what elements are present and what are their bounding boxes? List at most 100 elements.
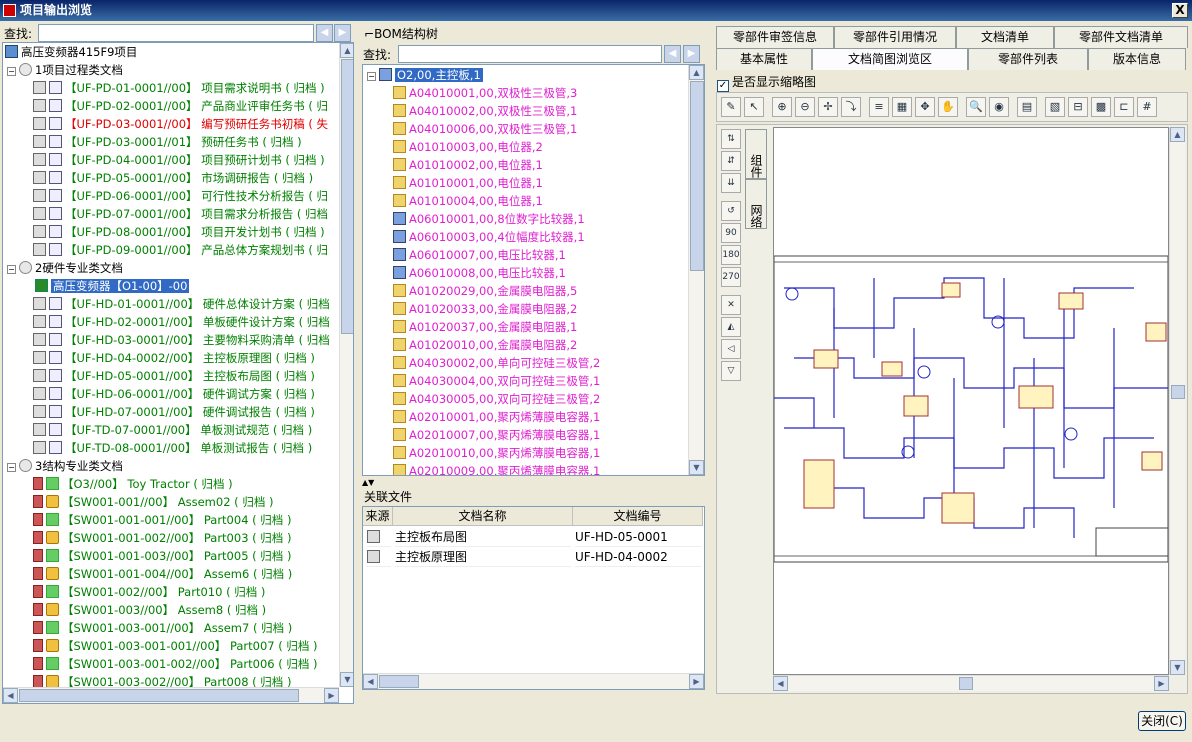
window-close-button[interactable]: X <box>1172 3 1188 18</box>
bom-item[interactable]: A01020037,00,金属膜电阻器,1 <box>393 318 577 336</box>
bom-item[interactable]: A04030004,00,双向可控硅三极管,1 <box>393 372 600 390</box>
canvas-scroll-right[interactable]: ▶ <box>1154 676 1169 691</box>
left-scroll-down[interactable]: ▼ <box>340 672 353 687</box>
thumb-toggle[interactable]: ✓是否显示缩略图 <box>717 73 816 92</box>
canvas-scroll-up[interactable]: ▲ <box>1170 127 1185 142</box>
side-tool-button[interactable]: ▽ <box>721 361 741 381</box>
list-item[interactable]: 【UF-PD-07-0001//00】 项目需求分析报告 ( 归档 <box>33 205 328 223</box>
tab-row1[interactable]: 零部件审签信息 <box>716 26 834 48</box>
list-item[interactable]: 【UF-HD-05-0001//00】 主控板布局图 ( 归档 ) <box>33 367 315 385</box>
list-item[interactable]: 【O3//00】 Toy Tractor ( 归档 ) <box>33 475 233 493</box>
bom-vscroll-thumb[interactable] <box>690 81 704 271</box>
canvas-vscroll[interactable]: ▲ ▼ <box>1169 127 1185 675</box>
table-cell[interactable]: UF-HD-04-0002 <box>575 547 701 567</box>
toolbar-button[interactable]: ≡ <box>869 97 889 117</box>
list-item[interactable]: 【UF-PD-09-0001//00】 产品总体方案规划书 ( 归 <box>33 241 328 259</box>
list-item[interactable]: 【SW001-003-001//00】 Assem7 ( 归档 ) <box>33 619 292 637</box>
list-item[interactable]: 【UF-HD-06-0001//00】 硬件调试方案 ( 归档 ) <box>33 385 315 403</box>
toolbar-button[interactable]: ↖ <box>744 97 764 117</box>
toolbar-button[interactable]: ▩ <box>1091 97 1111 117</box>
list-item[interactable]: 【UF-HD-01-0001//00】 硬件总体设计方案 ( 归档 <box>33 295 330 313</box>
side-tool-button[interactable]: 180 <box>721 245 741 265</box>
bom-item[interactable]: A04010001,00,双极性三极管,3 <box>393 84 577 102</box>
list-item[interactable]: 【SW001-001-001//00】 Part004 ( 归档 ) <box>33 511 291 529</box>
list-item[interactable]: 【SW001-001-004//00】 Assem6 ( 归档 ) <box>33 565 292 583</box>
side-tool-button[interactable]: 90 <box>721 223 741 243</box>
tab-row1[interactable]: 零部件引用情况 <box>834 26 956 48</box>
bom-search-next-button[interactable]: ▶ <box>683 45 700 63</box>
left-scroll-left[interactable]: ◀ <box>3 688 18 703</box>
list-item[interactable]: 【SW001-003-001-001//00】 Part007 ( 归档 ) <box>33 637 318 655</box>
bom-item[interactable]: A01020033,00,金属膜电阻器,2 <box>393 300 577 318</box>
bom-item[interactable]: A02010009,00,聚丙烯薄膜电容器,1 <box>393 462 600 475</box>
left-vscroll[interactable]: ▲▼ <box>339 43 353 687</box>
list-item[interactable]: 【UF-HD-04-0002//00】 主控板原理图 ( 归档 ) <box>33 349 315 367</box>
list-item[interactable]: 【SW001-003//00】 Assem8 ( 归档 ) <box>33 601 266 619</box>
splitter-arrows[interactable]: ▲▼ <box>362 478 375 487</box>
list-item[interactable]: 【SW001-001//00】 Assem02 ( 归档 ) <box>33 493 273 511</box>
left-hscroll[interactable]: ◀▶ <box>3 687 339 703</box>
list-item[interactable]: 【SW001-001-003//00】 Part005 ( 归档 ) <box>33 547 291 565</box>
list-item[interactable]: 【SW001-001-002//00】 Part003 ( 归档 ) <box>33 529 291 547</box>
bom-item[interactable]: A04030002,00,单向可控硅三极管,2 <box>393 354 600 372</box>
bom-scroll-up[interactable]: ▲ <box>689 65 704 80</box>
bom-search-prev-button[interactable]: ◀ <box>664 45 681 63</box>
side-tool-button[interactable]: ◁ <box>721 339 741 359</box>
list-item[interactable]: 【SW001-003-001-002//00】 Part006 ( 归档 ) <box>33 655 318 673</box>
list-item[interactable]: 【UF-PD-05-0001//00】 市场调研报告 ( 归档 ) <box>33 169 313 187</box>
toolbar-button[interactable]: ✋ <box>938 97 958 117</box>
toolbar-button[interactable]: ✢ <box>818 97 838 117</box>
toolbar-button[interactable]: ▧ <box>1045 97 1065 117</box>
canvas-hscroll-thumb[interactable] <box>959 677 973 690</box>
toolbar-button[interactable]: ✎ <box>721 97 741 117</box>
bom-item[interactable]: A04030005,00,双向可控硅三极管,2 <box>393 390 600 408</box>
related-scroll-left[interactable]: ◀ <box>363 674 378 689</box>
toolbar-button[interactable]: ✥ <box>915 97 935 117</box>
bom-item[interactable]: A04010002,00,双极性三极管,1 <box>393 102 577 120</box>
bom-item[interactable]: A01010003,00,电位器,2 <box>393 138 543 156</box>
bom-item[interactable]: A01010004,00,电位器,1 <box>393 192 543 210</box>
side-tool-button[interactable]: 270 <box>721 267 741 287</box>
toolbar-button[interactable]: ⤵ <box>841 97 861 117</box>
list-item[interactable]: 【UF-PD-03-0001//00】 编写预研任务书初稿 ( 失 <box>33 115 328 133</box>
related-scroll-right[interactable]: ▶ <box>689 674 704 689</box>
toolbar-button[interactable]: # <box>1137 97 1157 117</box>
close-button[interactable]: 关闭(C) <box>1138 711 1186 731</box>
left-search-prev-button[interactable]: ◀ <box>316 24 333 42</box>
left-scroll-right[interactable]: ▶ <box>324 688 339 703</box>
bom-item[interactable]: A06010003,00,4位幅度比较器,1 <box>393 228 585 246</box>
bom-item[interactable]: A02010007,00,聚丙烯薄膜电容器,1 <box>393 426 600 444</box>
bom-item[interactable]: A01020029,00,金属膜电阻器,5 <box>393 282 577 300</box>
side-tool-button[interactable]: ⇵ <box>721 151 741 171</box>
side-tool-button[interactable]: ⇅ <box>721 129 741 149</box>
list-item[interactable]: 【UF-PD-04-0001//00】 项目预研计划书 ( 归档 ) <box>33 151 325 169</box>
tab-row2[interactable]: 版本信息 <box>1088 48 1186 70</box>
list-item[interactable]: 【UF-HD-07-0001//00】 硬件调试报告 ( 归档 ) <box>33 403 315 421</box>
bom-item[interactable]: A04010006,00,双极性三极管,1 <box>393 120 577 138</box>
side-tool-button[interactable]: ↺ <box>721 201 741 221</box>
list-item[interactable]: 【UF-PD-03-0001//01】 预研任务书 ( 归档 ) <box>33 133 302 151</box>
list-item[interactable]: 【SW001-003-002//00】 Part008 ( 归档 ) <box>33 673 291 691</box>
bom-search-input[interactable] <box>398 45 662 63</box>
list-item[interactable]: 【UF-PD-06-0001//00】 可行性技术分析报告 ( 归 <box>33 187 328 205</box>
side-tool-button[interactable]: ◭ <box>721 317 741 337</box>
list-item[interactable]: 【UF-HD-03-0001//00】 主要物料采购清单 ( 归档 <box>33 331 330 349</box>
related-hscroll-thumb[interactable] <box>379 675 419 688</box>
tree-group[interactable]: −2硬件专业类文档 <box>7 259 123 277</box>
tab-row1[interactable]: 零部件文档清单 <box>1054 26 1188 48</box>
toolbar-button[interactable]: ▦ <box>892 97 912 117</box>
tab-row1[interactable]: 文档清单 <box>956 26 1054 48</box>
tab-row2[interactable]: 零部件列表 <box>968 48 1088 70</box>
bom-vscroll[interactable]: ▲▼ <box>688 65 704 475</box>
canvas-scroll-down[interactable]: ▼ <box>1170 660 1185 675</box>
left-hscroll-thumb[interactable] <box>19 689 299 702</box>
list-item[interactable]: 【UF-PD-01-0001//00】 项目需求说明书 ( 归档 ) <box>33 79 325 97</box>
thumb-checkbox[interactable]: ✓ <box>717 80 729 92</box>
tree-item-selected[interactable]: 高压变频器【O1-00】-00 <box>35 277 190 295</box>
canvas-hscroll[interactable]: ◀ ▶ <box>773 675 1169 691</box>
left-search-input[interactable] <box>38 24 314 42</box>
table-cell[interactable]: 主控板布局图 <box>395 527 571 547</box>
toolbar-button[interactable]: ◉ <box>989 97 1009 117</box>
bom-scroll-down[interactable]: ▼ <box>689 460 704 475</box>
